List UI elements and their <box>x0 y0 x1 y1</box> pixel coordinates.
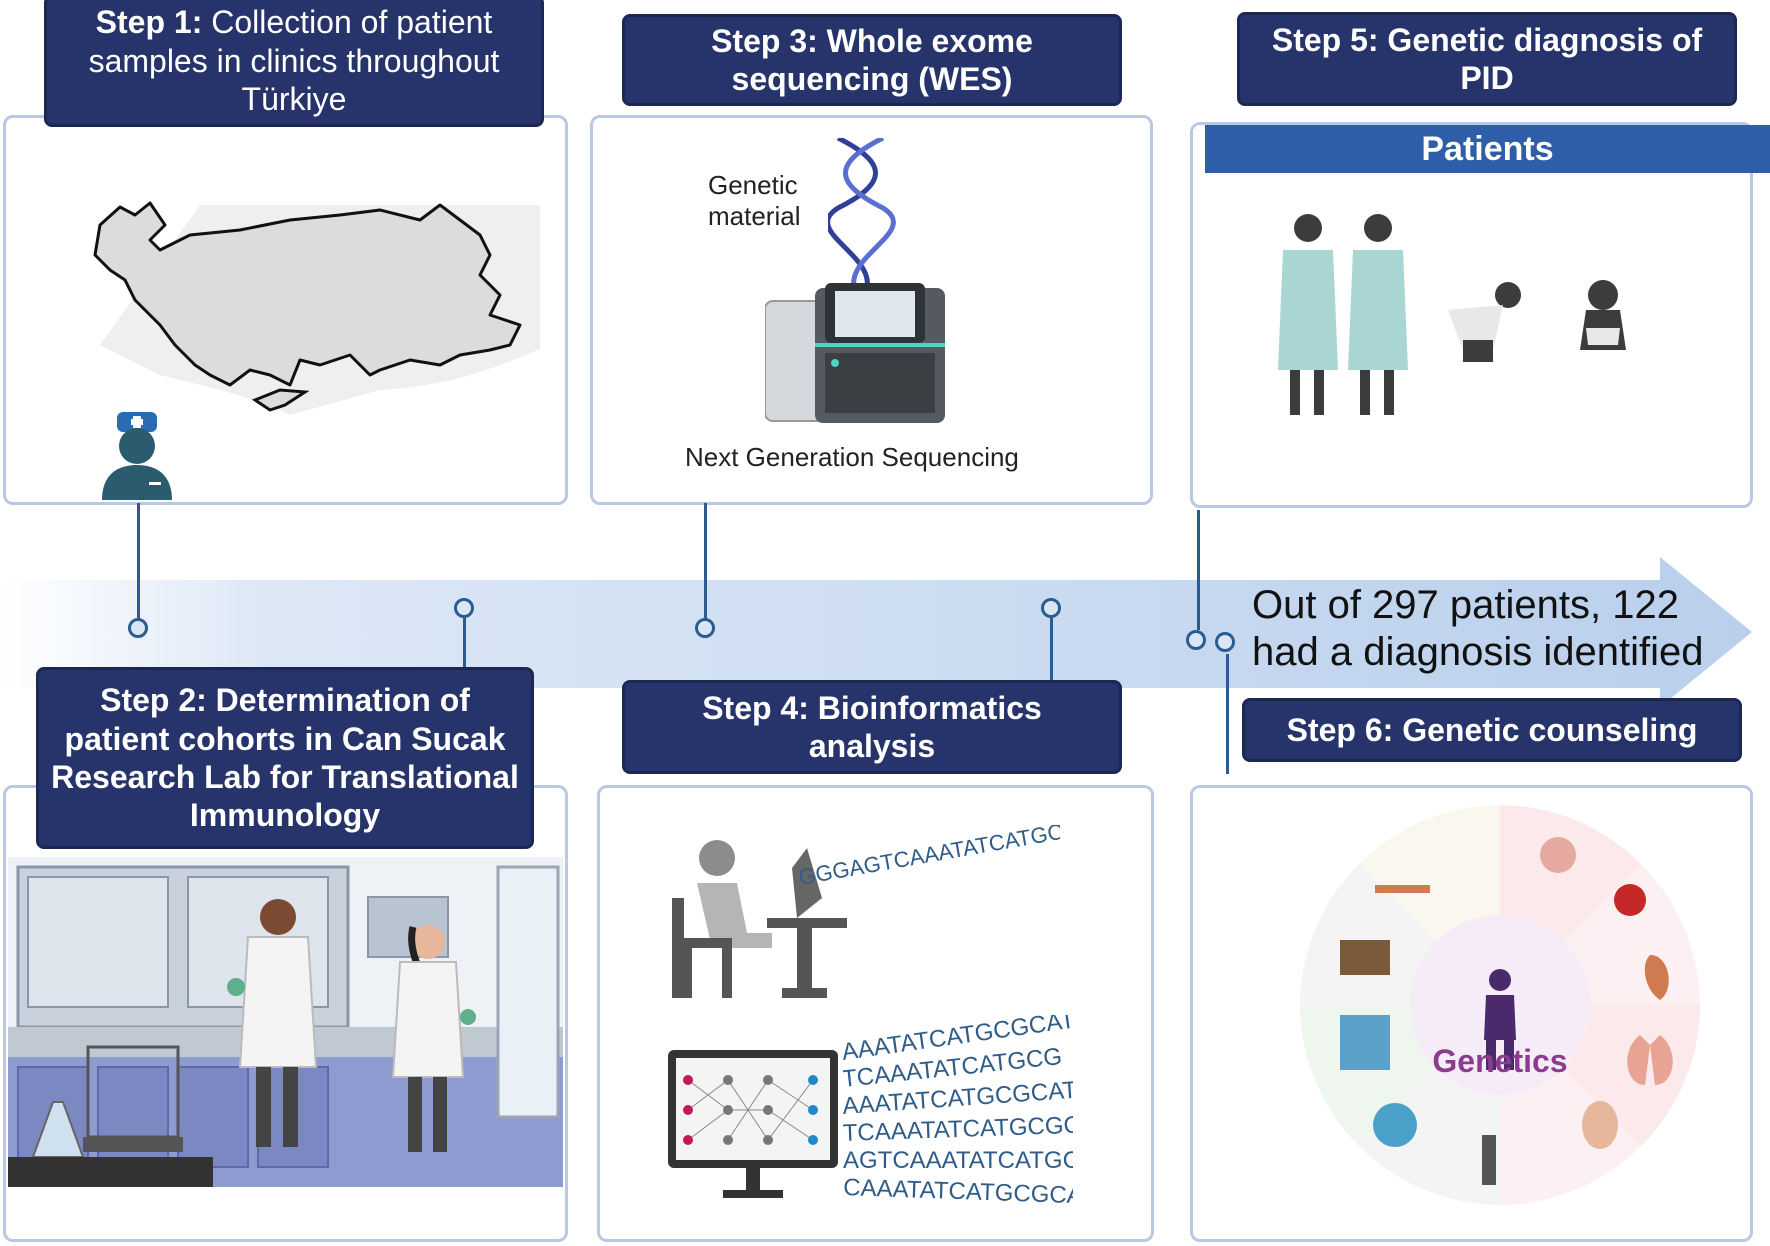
hospital-icon <box>1340 1015 1390 1070</box>
connector-step6 <box>1226 654 1229 774</box>
elderly-icon <box>1482 1135 1496 1185</box>
connector-step5 <box>1197 510 1200 630</box>
step3-label: Step 3: <box>711 22 818 59</box>
step1-text: Collection of patient samples in clinics… <box>88 4 500 118</box>
embryo-icon <box>1540 837 1576 873</box>
sequence-row-6: CAAATATCATGCGCAT <box>843 1174 1073 1205</box>
genetics-wheel: Genetics <box>1300 805 1700 1205</box>
neural-network-monitor <box>668 1050 838 1198</box>
dna-helix-icon <box>828 138 896 298</box>
connector-knob-step2 <box>454 598 474 618</box>
step1-label: Step 1: <box>95 4 203 41</box>
connector-step3 <box>704 503 707 619</box>
step5-label: Step 5: <box>1271 21 1379 58</box>
result-line1: Out of 297 patients, 122 <box>1252 583 1679 627</box>
connector-knob-step6 <box>1215 632 1235 652</box>
step2-text: Determination of patient cohorts in Can … <box>51 682 519 834</box>
connector-step2 <box>463 618 466 670</box>
lungs-icon <box>1627 1035 1673 1085</box>
step4-header: Step 4: Bioinformatics analysis <box>622 680 1122 774</box>
step1-header: Step 1: Collection of patient samples in… <box>44 0 544 127</box>
patients-illustration <box>1278 214 1626 415</box>
sequence-row-5: AGTCAAATATCATGCG <box>843 1147 1073 1174</box>
artery-icon <box>1644 955 1669 1000</box>
step5-header: Step 5: Genetic diagnosis of PID <box>1237 12 1737 106</box>
step2-header: Step 2: Determination of patient cohorts… <box>36 667 534 849</box>
ngs-label: Next Generation Sequencing <box>685 442 1019 472</box>
sequence-top-text: GGGAGTCAAATATCATGCGCAT <box>800 825 1060 890</box>
cigarette-icon <box>1375 885 1430 893</box>
step5-text: Genetic diagnosis of PID <box>1387 21 1703 96</box>
connector-step4 <box>1050 618 1053 682</box>
person-at-computer-icon <box>672 840 847 998</box>
result-text: Out of 297 patients, 122 had a diagnosis… <box>1252 582 1703 676</box>
factory-icon <box>1340 940 1390 975</box>
step2-label: Step 2: <box>100 682 207 719</box>
step6-header: Step 6: Genetic counseling <box>1242 698 1742 762</box>
turkiye-map <box>93 201 540 415</box>
genetics-center-label: Genetics <box>1432 1043 1567 1079</box>
sequence-stream-top: GGGAGTCAAATATCATGCGCAT <box>800 825 1060 890</box>
step4-text: Bioinformatics analysis <box>808 689 1042 764</box>
pregnancy-icon <box>1582 1101 1618 1149</box>
sequence-stream-bottom: AAATATCATGCGCAT TCAAATATCATGCG AAATATCAT… <box>843 1015 1073 1205</box>
sequencer-icon <box>765 283 945 423</box>
patients-title: Patients <box>1205 125 1770 173</box>
step4-label: Step 4: <box>702 689 809 726</box>
step3-text: Whole exome sequencing (WES) <box>731 22 1033 97</box>
connector-knob-step4 <box>1041 598 1061 618</box>
step6-label: Step 6: <box>1286 711 1394 748</box>
connector-knob-step3 <box>695 618 715 638</box>
family-globe-icon <box>1373 1103 1417 1147</box>
connector-knob-step5 <box>1186 630 1206 650</box>
connector-step1 <box>137 503 140 619</box>
step6-text: Genetic counseling <box>1402 711 1698 748</box>
genetic-material-label: Genetic material <box>708 170 801 232</box>
result-line2: had a diagnosis identified <box>1252 630 1704 675</box>
doctor-icon <box>102 412 172 500</box>
step3-header: Step 3: Whole exome sequencing (WES) <box>622 14 1122 106</box>
connector-knob-step1 <box>128 618 148 638</box>
lab-illustration <box>8 857 563 1187</box>
virus-icon <box>1614 884 1646 916</box>
